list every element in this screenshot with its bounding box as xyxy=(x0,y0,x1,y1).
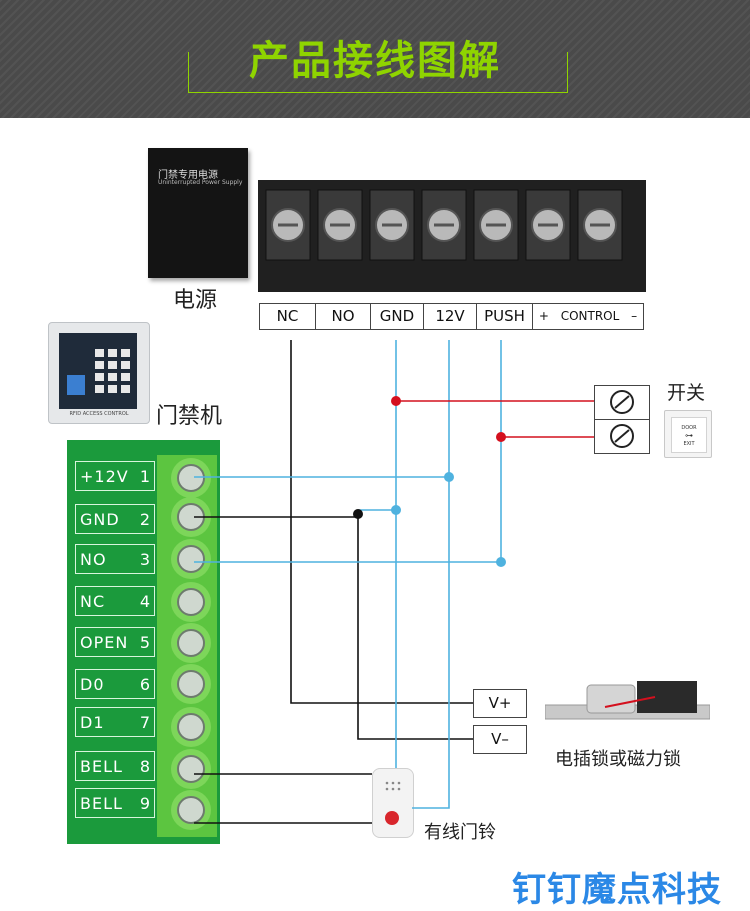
power-terminal-labels: NC NO GND 12V PUSH + CONTROL – xyxy=(259,303,644,330)
screw-terminal-6 xyxy=(171,664,211,704)
power-supply-label-cn: 门禁专用电源 xyxy=(158,170,218,181)
junction-red-push xyxy=(496,432,506,442)
terminal-12v: 12V xyxy=(424,304,477,329)
screw-terminal-7 xyxy=(171,707,211,747)
terminal-screws-graphic xyxy=(258,180,646,292)
exit-switch-caption: 开关 xyxy=(667,382,706,404)
control-minus: – xyxy=(631,309,638,323)
terminal-push: PUSH xyxy=(477,304,533,329)
door-exit-button-face: DOOR ⊶ EXIT xyxy=(671,417,707,453)
junction-red-gnd xyxy=(391,396,401,406)
terminal-no: NO xyxy=(316,304,371,329)
power-supply-image: 门禁专用电源 Uninterrupted Power Supply xyxy=(148,148,248,278)
banner-frame xyxy=(188,52,568,93)
junction-blue-12v xyxy=(444,472,454,482)
wire-nc-to-lock xyxy=(290,340,473,704)
screw-terminal-4 xyxy=(171,582,211,622)
exit-button-text: EXIT xyxy=(683,441,695,447)
door-button-text: DOOR xyxy=(681,425,697,431)
power-supply-label-en: Uninterrupted Power Supply xyxy=(158,179,243,186)
access-controller-caption: 门禁机 xyxy=(156,404,223,429)
doorbell-image xyxy=(372,768,414,838)
key-icon: ⊶ xyxy=(685,431,693,440)
door-exit-button-image: DOOR ⊶ EXIT xyxy=(664,410,712,458)
page-title: 产品接线图解 xyxy=(249,38,501,84)
junction-black-gnd xyxy=(353,509,363,519)
screw-terminal-3 xyxy=(171,539,211,579)
electric-lock-image xyxy=(544,673,711,725)
keypad-device-label: RFID ACCESS CONTROL xyxy=(69,411,129,417)
brand-watermark: 钉钉魔点科技 xyxy=(512,870,722,910)
doorbell-caption: 有线门铃 xyxy=(424,822,496,843)
terminal-block-image xyxy=(258,180,646,292)
wire-12v-blue xyxy=(412,340,450,809)
screw-terminal-8 xyxy=(171,749,211,789)
screw-terminal-9 xyxy=(171,790,211,830)
switch-terminal-2 xyxy=(594,419,650,454)
lock-terminal-vminus: V– xyxy=(473,725,527,754)
keypad-keys-graphic xyxy=(67,349,130,395)
keypad-panel xyxy=(59,333,137,409)
lock-caption: 电插锁或磁力锁 xyxy=(555,749,681,770)
doorbell-logo xyxy=(385,811,399,825)
screw-terminal-1 xyxy=(171,458,211,498)
screw-terminal-5 xyxy=(171,623,211,663)
control-plus: + xyxy=(538,309,549,323)
header-banner xyxy=(0,0,750,118)
control-label: CONTROL xyxy=(560,309,620,323)
wire-gnd-to-lock xyxy=(194,516,473,740)
lock-terminal-vplus: V+ xyxy=(473,689,527,718)
terminal-gnd: GND xyxy=(371,304,424,329)
speaker-icon xyxy=(385,781,401,791)
access-keypad-image: RFID ACCESS CONTROL xyxy=(48,322,150,424)
power-supply-caption: 电源 xyxy=(173,288,218,313)
terminal-control: + CONTROL – xyxy=(533,304,643,329)
junction-blue-gnd xyxy=(391,505,401,515)
terminal-nc: NC xyxy=(260,304,316,329)
junction-blue-push xyxy=(496,557,506,567)
